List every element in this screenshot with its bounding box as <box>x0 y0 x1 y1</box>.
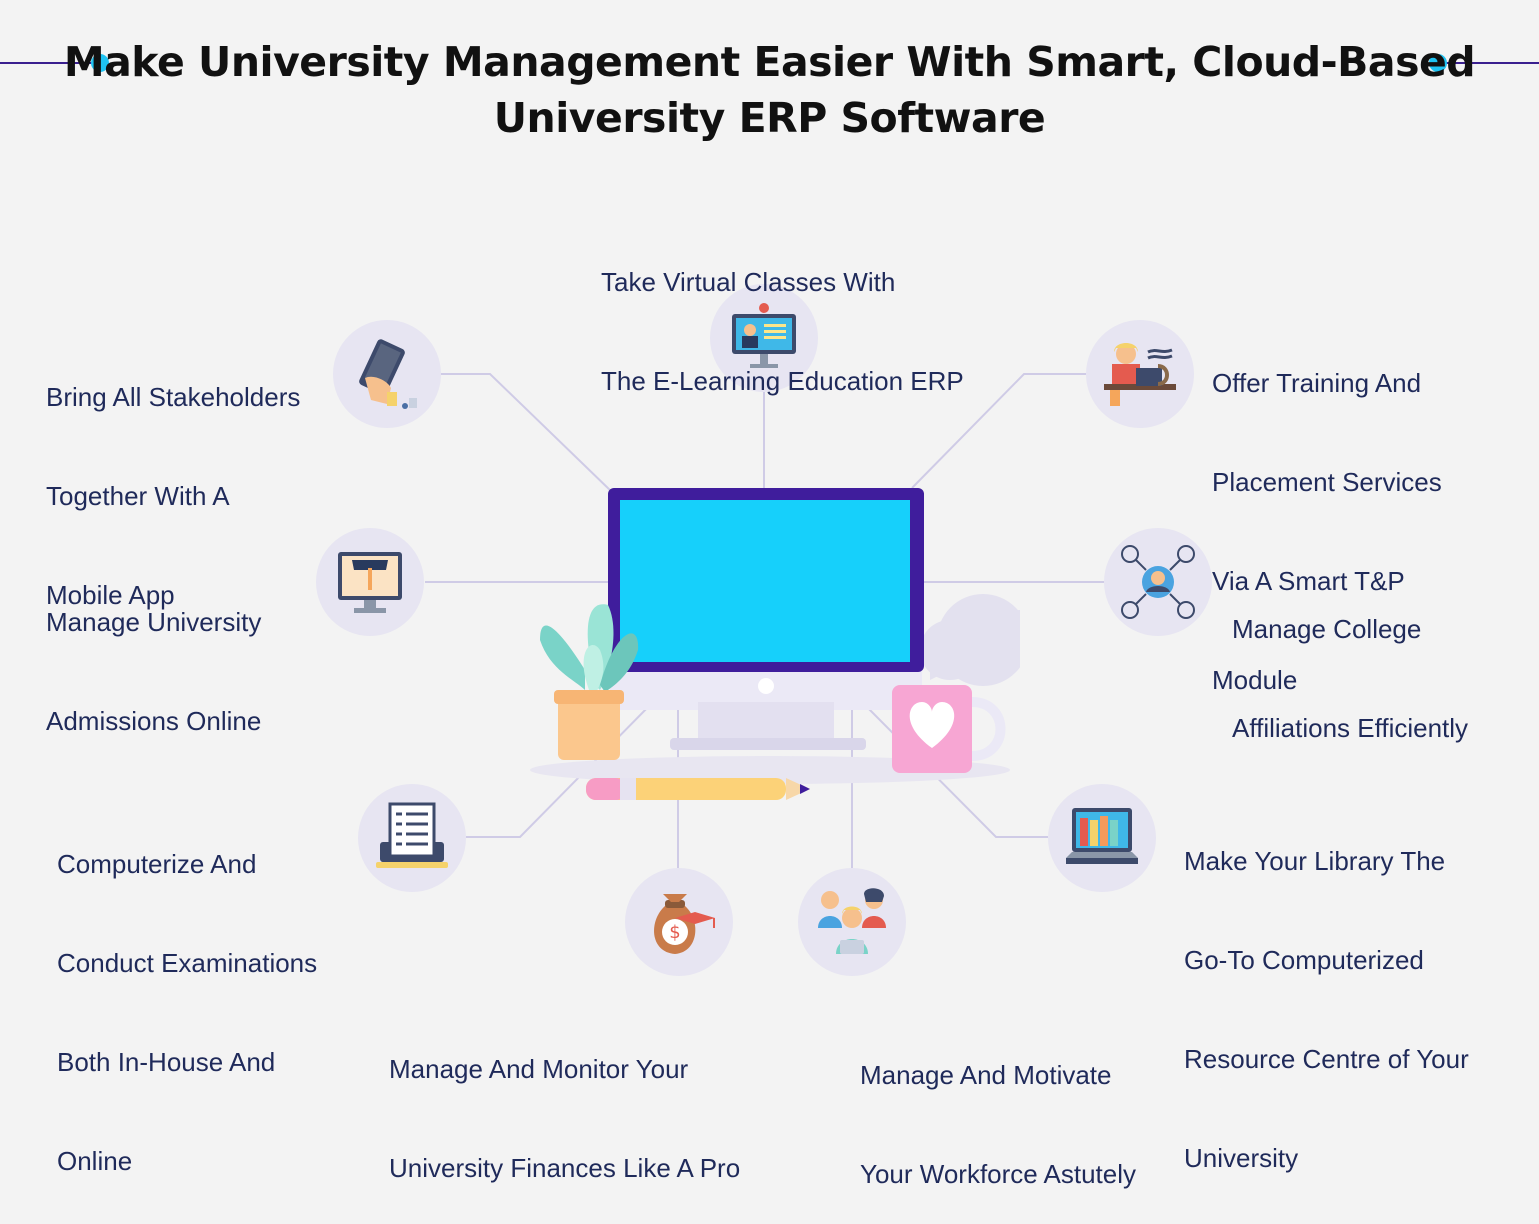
desk-shadow <box>530 756 1010 784</box>
label-workforce-line-1: Manage And Motivate <box>860 1060 1112 1090</box>
label-finances-line-1: Manage And Monitor Your <box>389 1054 689 1084</box>
label-affiliations-line-1: Manage College <box>1232 614 1422 644</box>
label-examinations-line-3: Both In-House And <box>57 1047 276 1077</box>
label-training-placement-line-3: Via A Smart T&P <box>1212 566 1405 596</box>
pencil-icon <box>586 778 810 800</box>
label-affiliations-line-2: Affiliations Efficiently <box>1232 713 1469 743</box>
label-finances-line-2: University Finances Like A Pro <box>389 1153 741 1183</box>
training-placement-icon <box>1086 320 1194 428</box>
title-rule-left <box>0 62 100 64</box>
central-illustration <box>530 488 1020 800</box>
label-training-placement-line-1: Offer Training And <box>1212 368 1422 398</box>
title-dot-left <box>91 54 109 72</box>
label-affiliations: Manage College Affiliations Efficiently <box>1232 547 1468 778</box>
monitor-stand <box>698 702 834 742</box>
examination-icon <box>358 784 466 892</box>
mug-icon <box>892 685 1006 773</box>
label-library-line-1: Make Your Library The <box>1184 846 1446 876</box>
page-title-line-1: Make University Management Easier With S… <box>63 38 1476 86</box>
label-virtual-classes-line-1: Take Virtual Classes With <box>601 267 896 297</box>
label-virtual-classes-line-2: The E-Learning Education ERP <box>601 366 964 396</box>
label-admissions-line-1: Manage University <box>46 607 262 637</box>
affiliations-icon <box>1104 528 1212 636</box>
svg-text:$: $ <box>669 922 680 943</box>
admissions-icon <box>316 528 424 636</box>
connector-mobile-app <box>441 373 613 493</box>
label-mobile-app-line-1: Bring All Stakeholders <box>46 382 301 412</box>
label-admissions-line-2: Admissions Online <box>46 706 262 736</box>
library-icon <box>1048 784 1156 892</box>
monitor-foot <box>670 738 866 750</box>
label-training-placement: Offer Training And Placement Services Vi… <box>1212 301 1442 730</box>
label-library-line-4: University <box>1184 1143 1299 1173</box>
label-training-placement-line-4: Module <box>1212 665 1298 695</box>
label-library: Make Your Library The Go-To Computerized… <box>1184 779 1469 1208</box>
page-title: Make University Management Easier With S… <box>0 34 1539 146</box>
label-library-line-3: Resource Centre of Your <box>1184 1044 1469 1074</box>
label-examinations-line-4: Online <box>57 1146 133 1176</box>
monitor-screen <box>620 500 910 662</box>
label-admissions: Manage University Admissions Online <box>46 540 261 771</box>
page-title-line-2: University ERP Software <box>493 94 1046 142</box>
cloud-icon <box>920 594 1020 686</box>
label-examinations: Computerize And Conduct Examinations Bot… <box>57 782 317 1211</box>
label-library-line-2: Go-To Computerized <box>1184 945 1424 975</box>
title-rule-right <box>1437 62 1539 64</box>
label-virtual-classes: Take Virtual Classes With The E-Learning… <box>601 200 964 431</box>
label-mobile-app: Bring All Stakeholders Together With A M… <box>46 315 300 645</box>
mobile-app-icon <box>333 320 441 428</box>
title-dot-right <box>1429 54 1447 72</box>
label-workforce-line-2: Your Workforce Astutely <box>860 1159 1137 1189</box>
monitor-power-dot <box>758 678 774 694</box>
plant-icon <box>540 604 639 760</box>
label-finances: Manage And Monitor Your University Finan… <box>389 987 740 1218</box>
label-mobile-app-line-2: Together With A <box>46 481 230 511</box>
connector-training <box>911 373 1086 489</box>
label-training-placement-line-2: Placement Services <box>1212 467 1442 497</box>
virtual-class-icon <box>710 284 818 392</box>
label-mobile-app-line-3: Mobile App <box>46 580 175 610</box>
label-examinations-line-1: Computerize And <box>57 849 257 879</box>
label-workforce: Manage And Motivate Your Workforce Astut… <box>860 993 1136 1224</box>
finance-icon: $ <box>625 868 733 976</box>
workforce-icon <box>798 868 906 976</box>
label-examinations-line-2: Conduct Examinations <box>57 948 318 978</box>
